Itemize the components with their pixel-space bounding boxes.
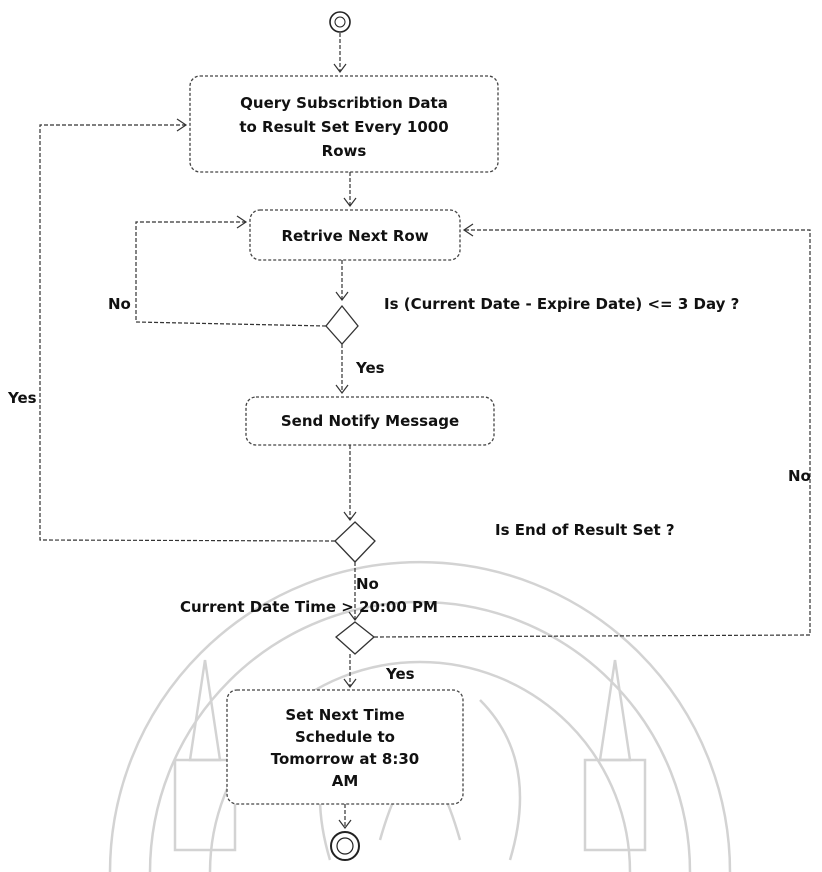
condition-time-check: Current Date Time > 20:00 PM	[180, 598, 438, 616]
arrowhead	[236, 215, 248, 229]
label-yes-expire: Yes	[355, 359, 385, 377]
node-schedule-label-3: Tomorrow at 8:30	[271, 750, 419, 768]
arrowhead	[343, 511, 357, 521]
node-send-notify	[245, 396, 495, 446]
arrowhead	[333, 63, 347, 73]
label-no-end: No	[356, 575, 379, 593]
node-retrive-label: Retrive Next Row	[281, 227, 428, 245]
decision-end-of-set	[334, 521, 376, 563]
arrowhead	[335, 384, 349, 394]
node-query-subscription	[189, 75, 499, 173]
node-query-label-2: to Result Set Every 1000	[239, 118, 448, 136]
arrowhead	[343, 197, 357, 207]
final-node-inner	[336, 837, 354, 855]
node-schedule-label-2: Schedule to	[295, 728, 395, 746]
arrowhead	[338, 819, 352, 829]
condition-end-of-set: Is End of Result Set ?	[495, 521, 675, 539]
arrowhead	[348, 611, 362, 621]
edge-yes-loop-query	[39, 124, 336, 542]
condition-expire-check: Is (Current Date - Expire Date) <= 3 Day…	[384, 295, 739, 313]
node-send-label: Send Notify Message	[281, 412, 459, 430]
node-schedule-label-4: AM	[332, 772, 359, 790]
node-query-label-3: Rows	[322, 142, 367, 160]
arrowhead	[335, 291, 349, 301]
initial-node-inner	[334, 16, 346, 28]
decision-expire-check	[325, 304, 359, 345]
decision-time-check	[334, 621, 376, 655]
node-query-label-1: Query Subscribtion Data	[240, 94, 448, 112]
edge-no-loop-retrive	[135, 221, 327, 327]
label-no-left: No	[108, 295, 131, 313]
arrowhead	[176, 118, 188, 132]
node-schedule-label-1: Set Next Time	[285, 706, 404, 724]
arrowhead	[343, 678, 357, 688]
arrowhead	[462, 223, 474, 237]
node-retrive-next-row	[249, 209, 461, 261]
node-set-next-time	[226, 689, 464, 805]
label-no-right: No	[788, 467, 811, 485]
label-yes-time: Yes	[385, 665, 415, 683]
label-yes-far-left: Yes	[7, 389, 37, 407]
edge-no-loop-retrive-right	[373, 229, 811, 638]
